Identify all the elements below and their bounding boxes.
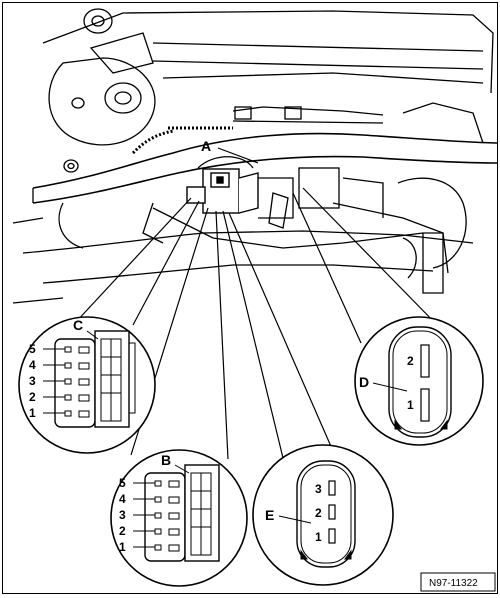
figure-id: N97-11322	[429, 578, 478, 589]
b-pin-2: 2	[119, 524, 126, 538]
b-pin-4: 4	[119, 492, 126, 506]
leader-lines	[74, 147, 444, 460]
callout-b: B	[161, 452, 171, 468]
e-pin-3: 3	[315, 482, 322, 496]
engine-connector-diagram: C 5 4 3 2 1	[12, 8, 499, 592]
detail-b: B 5 4 3 2 1	[110, 449, 248, 587]
e-pin-2: 2	[315, 506, 322, 520]
engine-bay-connector	[186, 168, 259, 214]
c-pin-4: 4	[29, 358, 36, 372]
detail-d: D 2 1	[354, 316, 484, 446]
callout-a: A	[201, 138, 211, 154]
figure-reference: N97-11322	[420, 572, 496, 592]
b-pin-3: 3	[119, 508, 126, 522]
detail-c: C 5 4 3 2 1	[18, 316, 156, 454]
e-pin-1: 1	[315, 530, 322, 544]
b-pin-5: 5	[119, 476, 126, 490]
c-pin-2: 2	[29, 390, 36, 404]
c-pin-5: 5	[29, 342, 36, 356]
callout-c: C	[73, 317, 83, 333]
c-pin-3: 3	[29, 374, 36, 388]
callout-d: D	[359, 374, 369, 390]
engine-bay-drawing	[12, 8, 499, 304]
callout-e: E	[265, 507, 274, 523]
d-pin-2: 2	[407, 354, 414, 368]
c-pin-1: 1	[29, 406, 36, 420]
detail-e: E 3 2 1	[252, 444, 394, 586]
d-pin-1: 1	[407, 398, 414, 412]
b-pin-1: 1	[119, 540, 126, 554]
